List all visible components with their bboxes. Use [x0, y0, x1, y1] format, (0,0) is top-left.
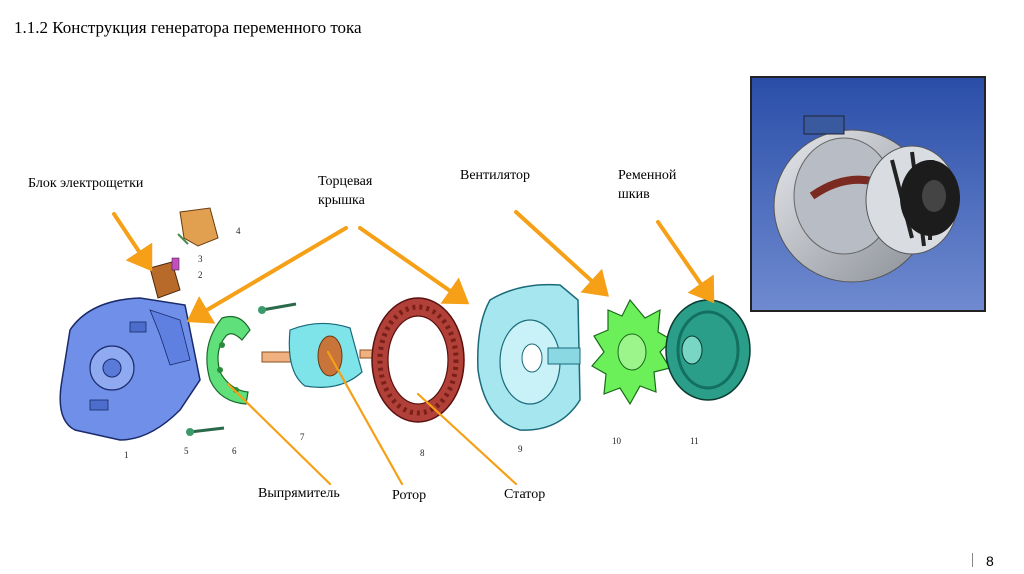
page-title: 1.1.2 Конструкция генератора переменного… [14, 18, 362, 37]
part-number-3: 3 [198, 254, 203, 264]
label-stator: Статор [504, 487, 546, 502]
part-number-10: 10 [612, 436, 622, 446]
arrow-fan [514, 210, 609, 297]
part-number-8: 8 [420, 448, 425, 458]
arrow-end-cover-left [186, 226, 348, 324]
rotor-part [261, 322, 391, 388]
page-divider [972, 553, 973, 567]
pulley-part [665, 299, 751, 401]
arrow-end-cover-right [358, 226, 470, 305]
label-fan: Вентилятор [460, 168, 531, 183]
part-number-7: 7 [300, 432, 305, 442]
label-pulley-line2: шкив [618, 187, 650, 202]
rectifier-part [206, 315, 251, 405]
label-end-cover-line1: Торцевая [318, 174, 373, 189]
part-number-11: 11 [690, 436, 699, 446]
label-end-cover-line2: крышка [318, 193, 365, 208]
part-number-9: 9 [518, 444, 523, 454]
stator-part [371, 297, 465, 423]
line-stator [416, 392, 518, 486]
bolt-part [186, 302, 297, 436]
label-rotor: Ротор [392, 488, 427, 503]
fan-part [591, 298, 673, 406]
label-brush-block: Блок электрощетки [28, 176, 144, 191]
alternator-photo [750, 76, 986, 312]
arrow-brush-block [112, 212, 153, 272]
line-rotor [326, 350, 404, 486]
line-rectifier [226, 382, 332, 486]
label-rectifier: Выпрямитель [258, 486, 340, 501]
part-number-6: 6 [232, 446, 237, 456]
arrow-pulley [656, 220, 715, 304]
page-number: 8 [986, 553, 994, 569]
part-number-4: 4 [236, 226, 241, 236]
label-pulley-line1: Ременной [618, 168, 677, 183]
housing-part [59, 297, 201, 441]
part-number-1: 1 [124, 450, 129, 460]
brush-block-part [149, 207, 219, 299]
end-cover-part [477, 283, 581, 431]
part-number-5: 5 [184, 446, 189, 456]
part-number-2: 2 [198, 270, 203, 280]
